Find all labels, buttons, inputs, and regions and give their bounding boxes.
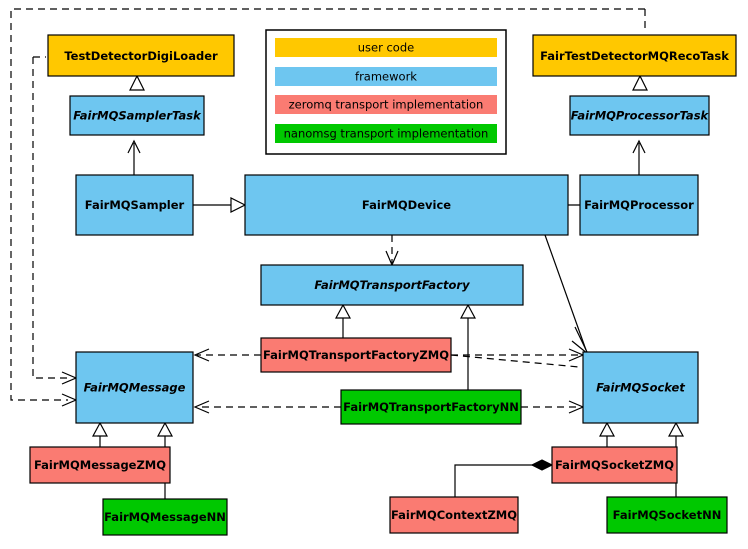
node-label: FairMQTransportFactory bbox=[314, 278, 470, 292]
node-FairMQTransportFactoryNN[interactable]: FairMQTransportFactoryNN bbox=[340, 389, 522, 425]
legend-item-zeromq: zeromq transport implementation bbox=[275, 95, 497, 114]
edge-device-socket bbox=[544, 234, 589, 355]
node-label: FairMQMessage bbox=[84, 381, 186, 395]
node-FairMQSocketNN[interactable]: FairMQSocketNN bbox=[606, 496, 728, 534]
edge-layer bbox=[61, 74, 685, 499]
edge-factoryzmq-message bbox=[193, 348, 261, 362]
node-FairTestDetectorMQRecoTask[interactable]: FairTestDetectorMQRecoTask bbox=[532, 34, 737, 77]
node-FairMQTransportFactoryZMQ[interactable]: FairMQTransportFactoryZMQ bbox=[260, 337, 452, 373]
edge-factoryzmq-transportfactory bbox=[334, 303, 352, 338]
legend: user code framework zeromq transport imp… bbox=[265, 29, 507, 155]
edge-messagezmq-message bbox=[91, 421, 109, 447]
node-label: FairMQTransportFactoryZMQ bbox=[263, 348, 449, 362]
node-label: FairMQSocketZMQ bbox=[555, 458, 674, 472]
node-FairMQDevice[interactable]: FairMQDevice bbox=[244, 174, 569, 236]
edge-contextzmq-socketzmq bbox=[454, 459, 554, 497]
node-FairMQTransportFactory[interactable]: FairMQTransportFactory bbox=[260, 264, 524, 306]
node-FairMQSocketZMQ[interactable]: FairMQSocketZMQ bbox=[551, 446, 678, 484]
edge-sampler-samplertask bbox=[127, 139, 141, 175]
node-label: FairMQProcessor bbox=[584, 198, 694, 212]
node-FairMQMessageNN[interactable]: FairMQMessageNN bbox=[102, 498, 228, 536]
node-FairMQContextZMQ[interactable]: FairMQContextZMQ bbox=[389, 496, 519, 534]
legend-label: zeromq transport implementation bbox=[289, 98, 484, 112]
node-FairMQMessage[interactable]: FairMQMessage bbox=[75, 351, 194, 424]
node-label: FairMQSocketNN bbox=[613, 508, 722, 522]
node-label: FairMQMessageNN bbox=[104, 510, 226, 524]
edge-device-transportfactory bbox=[385, 235, 399, 267]
edge-recotask-processortask bbox=[632, 74, 648, 91]
legend-label: framework bbox=[355, 70, 417, 84]
inner-scope-branch bbox=[32, 57, 68, 379]
edge-digiloader-samplertask bbox=[129, 74, 145, 91]
outer-scope-frame bbox=[10, 8, 645, 401]
node-TestDetectorDigiLoader[interactable]: TestDetectorDigiLoader bbox=[47, 34, 235, 77]
legend-swatch bbox=[275, 124, 497, 143]
node-FairMQMessageZMQ[interactable]: FairMQMessageZMQ bbox=[29, 446, 171, 484]
edge-factoryzmq-socket bbox=[450, 348, 585, 368]
node-FairMQSocket[interactable]: FairMQSocket bbox=[582, 351, 699, 424]
legend-item-user-code: user code bbox=[275, 38, 497, 57]
node-label: FairMQSamplerTask bbox=[73, 109, 202, 123]
legend-item-nanomsg: nanomsg transport implementation bbox=[275, 124, 497, 143]
node-label: FairMQContextZMQ bbox=[391, 508, 517, 522]
legend-label: nanomsg transport implementation bbox=[284, 127, 489, 141]
edge-sampler-device bbox=[193, 197, 247, 213]
node-label: FairMQSocket bbox=[596, 381, 685, 395]
node-label: FairMQDevice bbox=[362, 198, 451, 212]
legend-swatch bbox=[275, 67, 497, 86]
node-FairMQProcessorTask[interactable]: FairMQProcessorTask bbox=[569, 95, 710, 136]
node-FairMQProcessor[interactable]: FairMQProcessor bbox=[579, 174, 699, 236]
node-label: FairMQMessageZMQ bbox=[34, 458, 166, 472]
node-label: FairMQTransportFactoryNN bbox=[343, 400, 519, 414]
node-layer: TestDetectorDigiLoader FairTestDetectorM… bbox=[29, 34, 737, 536]
edge-factorynn-transportfactory bbox=[459, 303, 477, 390]
edge-factorynn-message bbox=[193, 400, 341, 414]
edge-socketzmq-socket bbox=[598, 421, 616, 447]
legend-item-framework: framework bbox=[275, 67, 497, 86]
node-label: FairTestDetectorMQRecoTask bbox=[540, 49, 729, 63]
legend-label: user code bbox=[358, 41, 414, 55]
node-FairMQSamplerTask[interactable]: FairMQSamplerTask bbox=[69, 95, 205, 136]
legend-swatch bbox=[275, 95, 497, 114]
node-label: FairMQSampler bbox=[85, 198, 185, 212]
edge-factorynn-socket bbox=[521, 400, 585, 414]
edge-scope-message-outer bbox=[61, 393, 78, 407]
dashed-scope-frames bbox=[10, 8, 646, 401]
legend-swatch bbox=[275, 38, 497, 57]
node-label: FairMQProcessorTask bbox=[571, 109, 710, 123]
node-label: TestDetectorDigiLoader bbox=[64, 49, 218, 63]
node-FairMQSampler[interactable]: FairMQSampler bbox=[75, 174, 194, 236]
edge-processor-processortask bbox=[632, 139, 646, 175]
